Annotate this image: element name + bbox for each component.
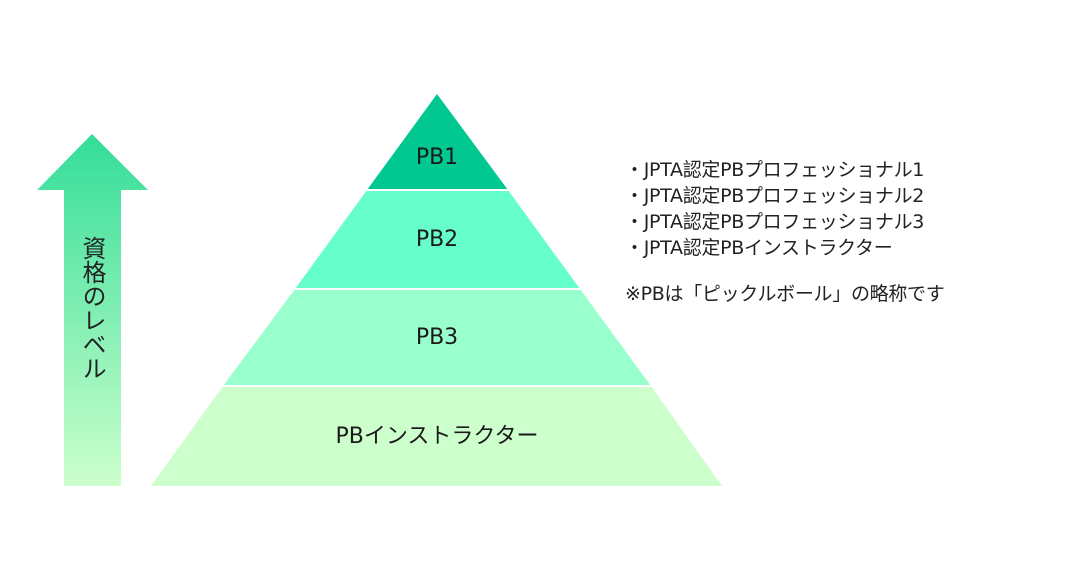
legend-note: ※PBは「ピックルボール」の略称です <box>625 283 945 305</box>
pyramid-label-pb2: PB2 <box>416 227 458 252</box>
pyramid-tier-pb2 <box>295 190 580 289</box>
level-arrow-label: 資格のレベル <box>78 236 106 380</box>
pyramid-tier-pb1 <box>367 94 508 190</box>
qualification-legend: ・JPTA認定PBプロフェッショナル1 ・JPTA認定PBプロフェッショナル2 … <box>625 157 1045 307</box>
legend-item-instructor: ・JPTA認定PBインストラクター <box>625 237 893 259</box>
legend-item-pro2: ・JPTA認定PBプロフェッショナル2 <box>625 185 925 207</box>
level-arrow <box>37 134 148 486</box>
pyramid-tier-pb3 <box>223 289 651 386</box>
legend-item-pro1: ・JPTA認定PBプロフェッショナル1 <box>625 159 925 181</box>
pyramid-tier-pb-instructor <box>151 386 722 486</box>
pyramid-label-pb-instructor: PBインストラクター <box>335 424 538 449</box>
pyramid-label-pb3: PB3 <box>416 325 458 350</box>
pyramid-label-pb1: PB1 <box>416 145 458 170</box>
legend-item-pro3: ・JPTA認定PBプロフェッショナル3 <box>625 211 925 233</box>
